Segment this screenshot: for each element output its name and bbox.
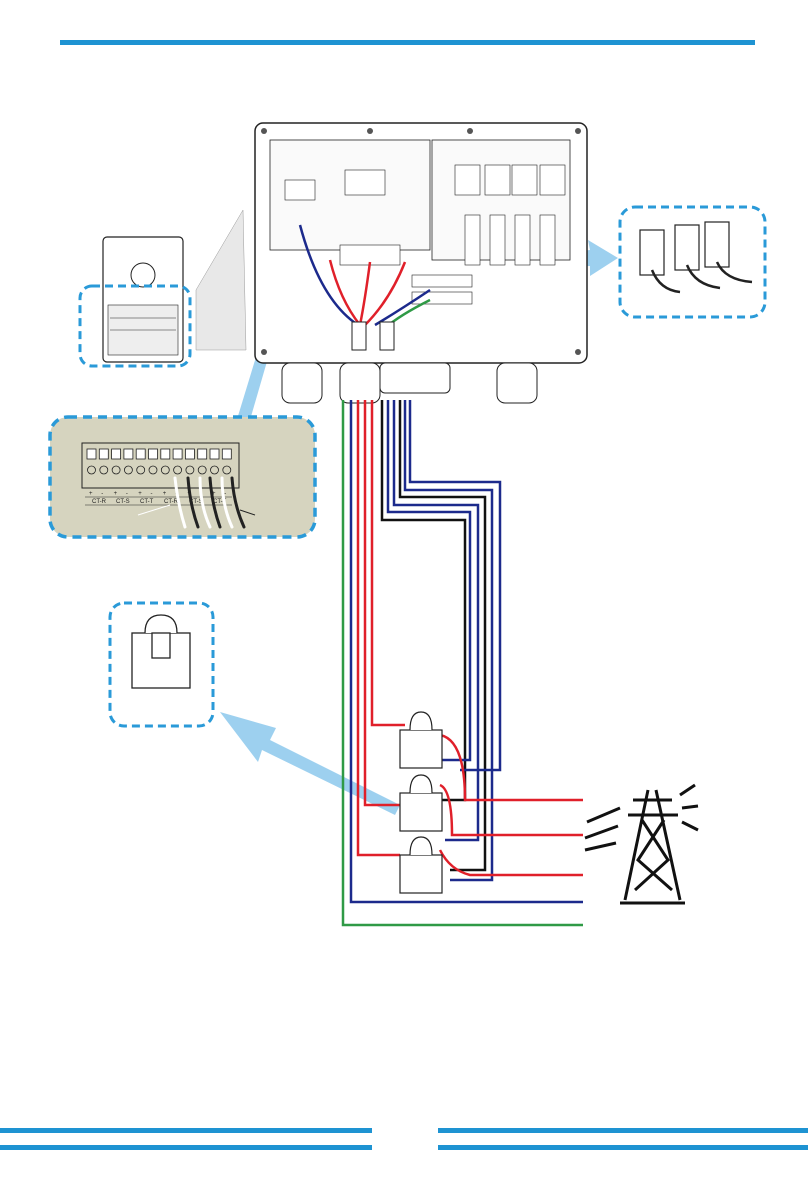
- zoom-cone: [196, 210, 246, 350]
- terminal-screw: [210, 449, 219, 459]
- terminal-screw: [161, 449, 170, 459]
- breaker-callout: [620, 207, 765, 317]
- polarity-label: +: [163, 491, 167, 497]
- terminal-screw: [198, 449, 207, 459]
- terminal-screw: [149, 449, 158, 459]
- terminal-screw: [185, 449, 194, 459]
- polarity-label: -: [101, 491, 103, 497]
- ct-label: CT-R: [92, 499, 107, 505]
- terminal-screw: [87, 449, 96, 459]
- ct-label: CT-T: [140, 499, 154, 505]
- ct-label: CT-S: [116, 499, 130, 505]
- polarity-label: -: [126, 491, 128, 497]
- terminal-screw: [124, 449, 133, 459]
- cable-bundle: [343, 400, 583, 925]
- polarity-label: +: [114, 491, 118, 497]
- polarity-label: +: [138, 491, 142, 497]
- inverter-wiring-box: [255, 123, 587, 403]
- ct-sensors: [400, 712, 442, 893]
- terminal-screw: [99, 449, 108, 459]
- terminal-screw: [173, 449, 182, 459]
- circuit-breaker-icon: [640, 222, 729, 275]
- terminal-block-callout: +-+-+-+-+-+- CT-R CT-S CT-T CT-R CT-S CT…: [50, 417, 315, 537]
- inverter-icon: [103, 237, 183, 362]
- polarity-label: -: [151, 491, 153, 497]
- ct-label: CT-R: [164, 499, 179, 505]
- ct-clamp-callout: [110, 603, 213, 726]
- terminal-screw: [222, 449, 231, 459]
- arrow-to-ct-callout: [220, 712, 400, 815]
- polarity-label: +: [89, 491, 93, 497]
- terminal-screw: [136, 449, 145, 459]
- terminal-screw: [112, 449, 121, 459]
- power-pylon-icon: [585, 785, 698, 903]
